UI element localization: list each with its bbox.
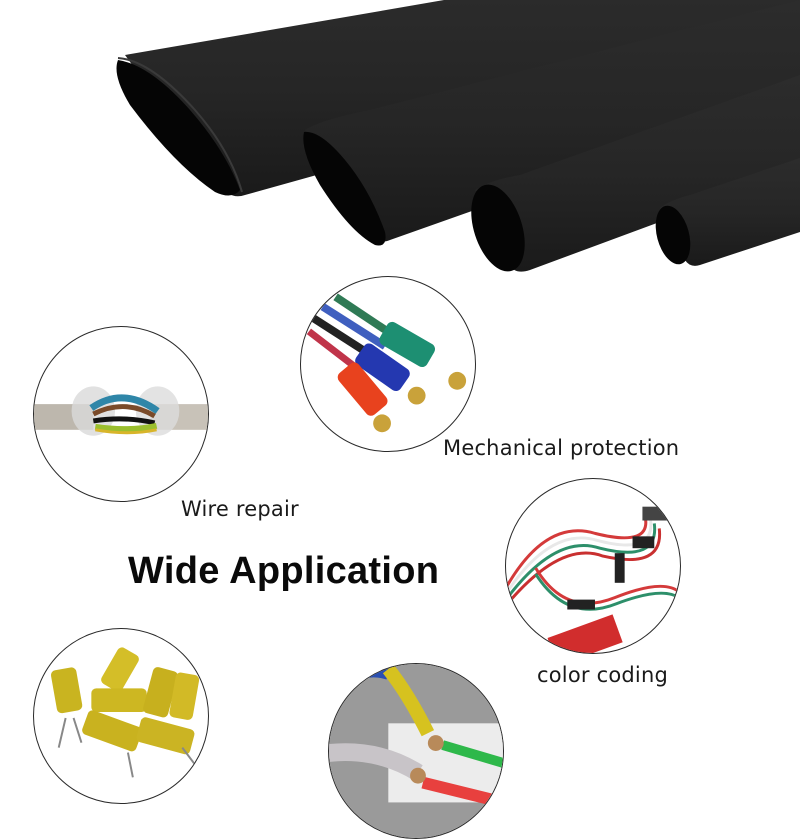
heat-shrink-tubes-image	[0, 0, 800, 290]
wide-application-heading: Wide Application	[128, 550, 440, 592]
capacitors-icon	[50, 647, 200, 778]
jumper-wires-icon	[506, 506, 680, 653]
wire-repair-label: Wire repair	[181, 497, 299, 521]
tubes-illustration	[116, 0, 800, 272]
wire-repair-image	[33, 326, 209, 502]
frayed-cable-icon	[34, 386, 208, 436]
terminal-wiring-image	[328, 663, 504, 839]
color-coding-image	[505, 478, 681, 654]
mechanical-protection-image	[300, 276, 476, 452]
color-coding-label: color coding	[537, 663, 668, 687]
mechanical-protection-label: Mechanical protection	[443, 436, 680, 460]
rca-connectors-icon	[306, 293, 467, 433]
terminal-wiring-icon	[329, 664, 503, 838]
capacitors-image	[33, 628, 209, 804]
